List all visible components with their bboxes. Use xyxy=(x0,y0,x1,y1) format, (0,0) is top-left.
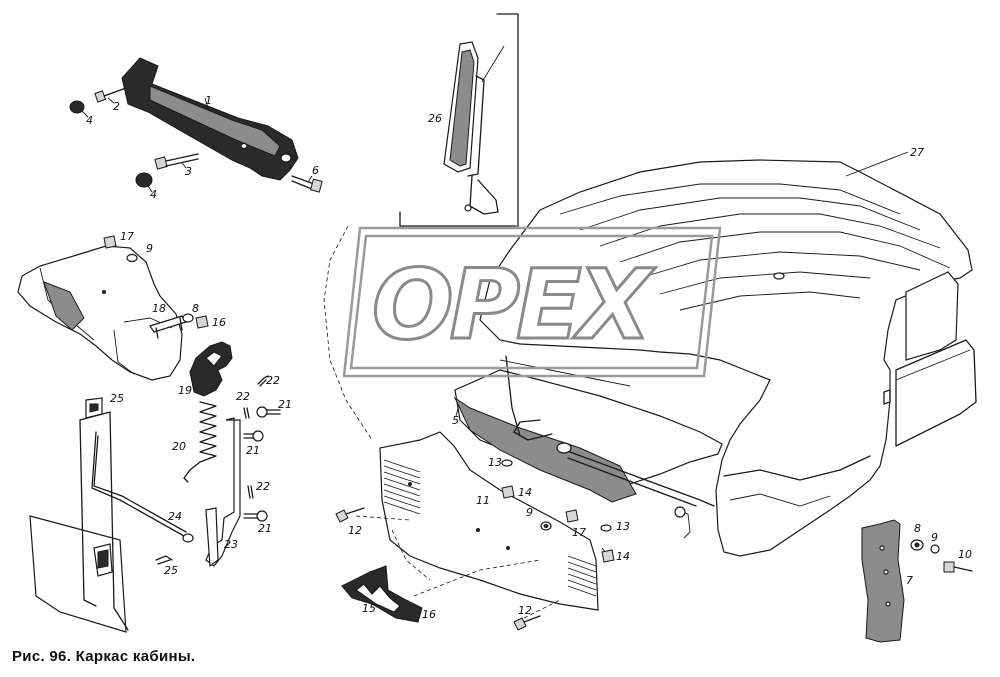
callout-25-bottom: 25 xyxy=(164,564,178,577)
part-13-washer-a xyxy=(501,459,513,467)
callout-17-a: 17 xyxy=(572,526,586,539)
part-24-rod xyxy=(91,431,194,543)
part-9-washer-b xyxy=(126,253,138,263)
callout-21-a: 21 xyxy=(278,398,292,411)
callout-26: 26 xyxy=(428,112,442,125)
callout-11: 11 xyxy=(476,494,490,507)
callout-16-bottom: 16 xyxy=(422,608,436,621)
callout-7: 7 xyxy=(906,574,913,587)
part-8-washer-b xyxy=(910,539,924,551)
callout-8-a: 8 xyxy=(192,302,199,315)
callout-14-b: 14 xyxy=(616,550,630,563)
part-21-pin-c xyxy=(243,510,268,522)
part-6-bolt xyxy=(291,175,323,193)
part-3-bolt xyxy=(154,153,199,170)
part-left-cover xyxy=(17,245,183,381)
callout-14-a: 14 xyxy=(518,486,532,499)
callout-21-b: 21 xyxy=(246,444,260,457)
callout-13-b: 13 xyxy=(616,520,630,533)
part-17-nut-a xyxy=(565,509,579,523)
part-12-screw-left xyxy=(335,507,365,523)
callout-17-b: 17 xyxy=(120,230,134,243)
callout-1: 1 xyxy=(205,94,212,107)
callout-2: 2 xyxy=(113,100,120,113)
callout-27: 27 xyxy=(910,146,924,159)
part-22-cotter-c xyxy=(247,485,254,499)
part-22-cotter-a xyxy=(257,375,269,387)
callout-12-bottom: 12 xyxy=(518,604,532,617)
part-14-nut-b xyxy=(601,549,615,563)
callout-22-b: 22 xyxy=(236,390,250,403)
part-23-lever xyxy=(205,417,241,568)
part-22-cotter-b xyxy=(243,407,250,419)
callout-9-c: 9 xyxy=(931,531,938,544)
part-11-front-panel xyxy=(379,431,599,611)
callout-3: 3 xyxy=(185,165,192,178)
part-left-lower-panel xyxy=(29,397,129,633)
callout-9-a: 9 xyxy=(526,506,533,519)
callout-24: 24 xyxy=(168,510,182,523)
callout-21-c: 21 xyxy=(258,522,272,535)
callout-13-a: 13 xyxy=(488,456,502,469)
part-9-washer-c xyxy=(930,544,940,554)
part-15-bracket xyxy=(341,565,423,623)
figure-caption: Рис. 96. Каркас кабины. xyxy=(12,648,196,665)
callout-18: 18 xyxy=(152,302,166,315)
part-5-front-cross-member xyxy=(453,355,723,539)
callout-9-b: 9 xyxy=(146,242,153,255)
watermark-logo: OPEX xyxy=(342,226,722,378)
callout-16-top: 16 xyxy=(212,316,226,329)
callout-4-upper: 4 xyxy=(86,114,93,127)
part-16-bolt xyxy=(195,315,209,329)
callout-22-c: 22 xyxy=(256,480,270,493)
part-21-pin-b xyxy=(243,430,264,442)
callout-4-lower: 4 xyxy=(150,188,157,201)
callout-25-top: 25 xyxy=(110,392,124,405)
part-1-bracket xyxy=(121,57,299,181)
part-12-screw-bottom xyxy=(513,615,541,631)
part-25-cotter-bottom xyxy=(155,555,173,565)
part-26-mirror-bracket xyxy=(399,13,519,229)
part-14-nut-a xyxy=(501,485,515,499)
part-27-cab-shell xyxy=(479,159,977,557)
part-19-latch-handle xyxy=(189,341,233,397)
callout-19: 19 xyxy=(178,384,192,397)
callout-23: 23 xyxy=(224,538,238,551)
callout-8-b: 8 xyxy=(914,522,921,535)
part-4-nut-upper xyxy=(69,100,89,118)
callout-20: 20 xyxy=(172,440,186,453)
part-20-spring xyxy=(183,401,217,483)
part-21-pin-a xyxy=(256,406,281,418)
part-2-bolt xyxy=(94,87,127,104)
part-10-screw xyxy=(943,561,973,573)
part-8-washer-a xyxy=(182,313,194,323)
part-7-pillar-trim xyxy=(861,519,905,643)
callout-22-a: 22 xyxy=(266,374,280,387)
part-17-nut-b xyxy=(103,235,117,249)
part-13-washer-b xyxy=(600,524,612,532)
part-4-nut-lower xyxy=(135,172,153,193)
watermark-text: OPEX xyxy=(372,249,656,361)
callout-15: 15 xyxy=(362,602,376,615)
part-9-washer-a xyxy=(540,521,552,531)
callout-12-left: 12 xyxy=(348,524,362,537)
callout-6: 6 xyxy=(312,164,319,177)
callout-10: 10 xyxy=(958,548,972,561)
callout-5: 5 xyxy=(452,414,459,427)
